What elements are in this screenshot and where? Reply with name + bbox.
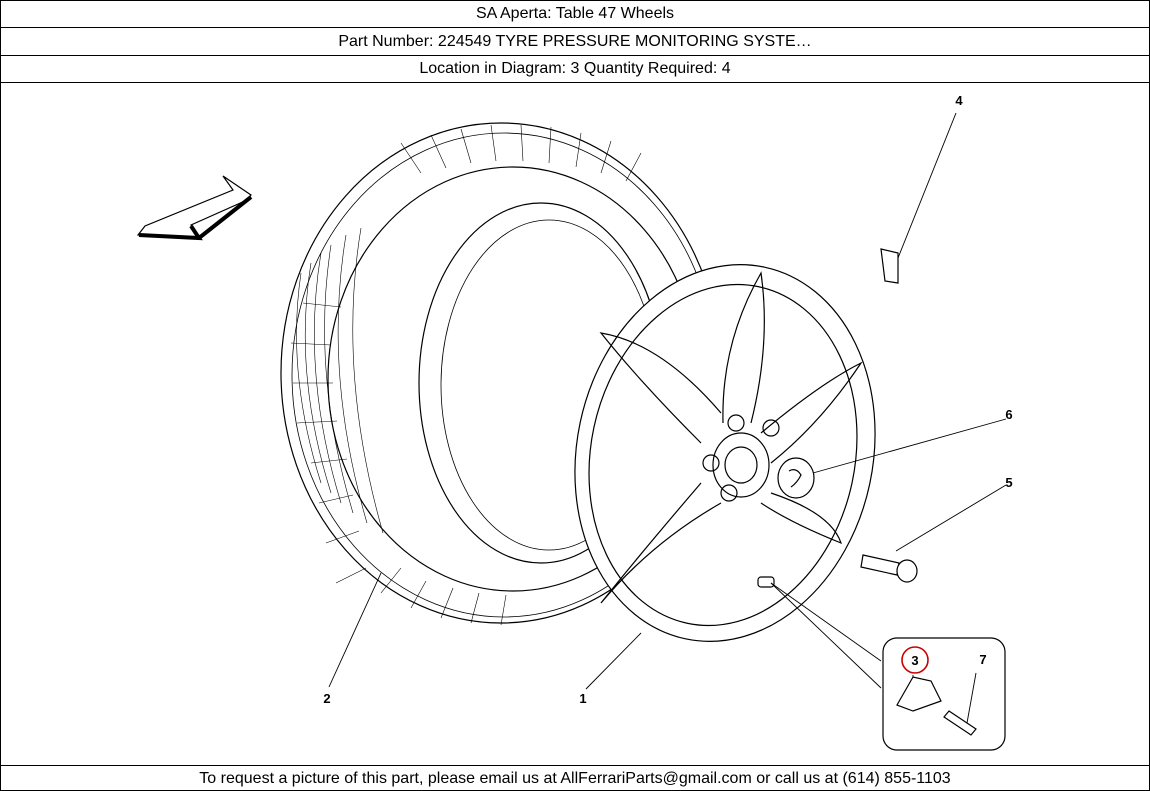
direction-arrow-icon (136, 175, 253, 241)
callout-6: 6 (1005, 407, 1012, 422)
center-cap-icon (777, 457, 815, 499)
part-number-line: Part Number: 224549 TYRE PRESSURE MONITO… (1, 28, 1149, 56)
highlight-circle (901, 646, 929, 674)
sensor-inset-box (882, 637, 1006, 751)
callout-4: 4 (955, 93, 963, 108)
contact-footer: To request a picture of this part, pleas… (1, 765, 1149, 791)
valve-stem-icon (757, 576, 775, 588)
callout-1: 1 (579, 691, 586, 706)
callout-2: 2 (323, 691, 330, 706)
callout-5: 5 (1005, 475, 1012, 490)
leader-lines (328, 112, 1007, 724)
rim-drawing (574, 264, 876, 642)
balance-weight-icon (880, 248, 899, 284)
location-line: Location in Diagram: 3 Quantity Required… (1, 56, 1149, 83)
parts-diagram: 4 6 5 3 7 2 1 (1, 83, 1149, 764)
table-title: SA Aperta: Table 47 Wheels (1, 1, 1149, 28)
callout-3: 3 (911, 653, 918, 668)
callout-7: 7 (979, 652, 986, 667)
wheel-bolt-icon (860, 554, 918, 583)
wheel-diagram-svg: 4 6 5 3 7 2 1 (136, 93, 1013, 751)
